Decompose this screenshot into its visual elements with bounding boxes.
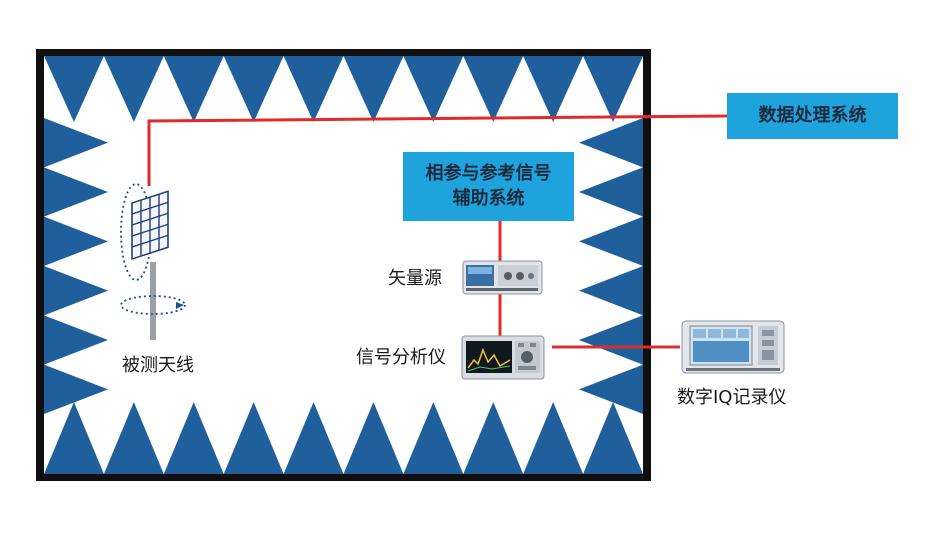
data-processing-system-box: 数据处理系统 <box>727 93 898 139</box>
absorber-cone-bottom <box>523 402 584 474</box>
absorber-cone-top <box>463 56 524 122</box>
absorber-cone-bottom <box>44 402 104 474</box>
antenna-label: 被测天线 <box>122 355 194 376</box>
absorber-cone-top <box>103 56 164 122</box>
absorber-cone-top <box>523 56 584 122</box>
signal-analyzer-label: 信号分析仪 <box>356 347 446 368</box>
absorber-cone-bottom <box>463 402 524 474</box>
absorber-cone-left <box>44 364 108 414</box>
absorber-cone-left <box>44 167 108 217</box>
rotation-ellipse-horizontal <box>120 295 186 315</box>
antenna-under-test <box>120 183 186 340</box>
absorber-cone-top <box>283 56 344 122</box>
iq-recorder-label: 数字IQ记录仪 <box>677 387 787 408</box>
absorber-cone-left <box>44 216 108 266</box>
absorber-cone-top <box>163 56 224 122</box>
absorber-cone-bottom <box>283 402 344 474</box>
absorber-cone-top <box>403 56 464 122</box>
absorber-cone-left <box>44 118 108 168</box>
reference-signal-system-box: 相参与参考信号 辅助系统 <box>403 152 574 221</box>
absorber-cone-right <box>579 266 643 316</box>
line-antenna-to-data-processing <box>147 114 728 186</box>
absorber-cone-bottom <box>103 402 164 474</box>
absorber-cone-top <box>44 56 104 122</box>
absorber-cone-left <box>44 315 108 365</box>
vector-source-label: 矢量源 <box>388 268 442 289</box>
absorber-cone-bottom <box>223 402 284 474</box>
absorber-cone-bottom <box>403 402 464 474</box>
absorber-cone-bottom <box>343 402 404 474</box>
vector-source-instrument-icon <box>462 260 543 295</box>
signal-analyzer-instrument-icon <box>461 335 545 380</box>
chamber-interior <box>44 56 643 474</box>
reference-signal-system-label-line2: 辅助系统 <box>452 187 525 209</box>
reference-signal-system-label-line1: 相参与参考信号 <box>425 163 552 185</box>
antenna-array-grid <box>131 190 169 261</box>
absorber-pyramids <box>44 56 643 474</box>
absorber-cone-bottom <box>163 402 224 474</box>
absorber-cone-top <box>223 56 284 122</box>
rotation-arrow-icon <box>176 302 184 309</box>
absorber-cone-right <box>579 167 643 217</box>
absorber-cone-right <box>579 118 643 168</box>
absorber-cone-top <box>343 56 404 122</box>
absorber-cone-top <box>583 56 643 122</box>
absorber-cone-right <box>579 216 643 266</box>
absorber-cone-right <box>579 364 643 414</box>
connections <box>147 114 728 349</box>
absorber-cone-right <box>579 315 643 365</box>
data-processing-system-label: 数据处理系统 <box>758 104 867 126</box>
antenna-mast <box>150 262 156 340</box>
absorber-cone-bottom <box>583 402 643 474</box>
absorber-cone-left <box>44 266 108 316</box>
iq-recorder-instrument-icon <box>681 320 785 374</box>
